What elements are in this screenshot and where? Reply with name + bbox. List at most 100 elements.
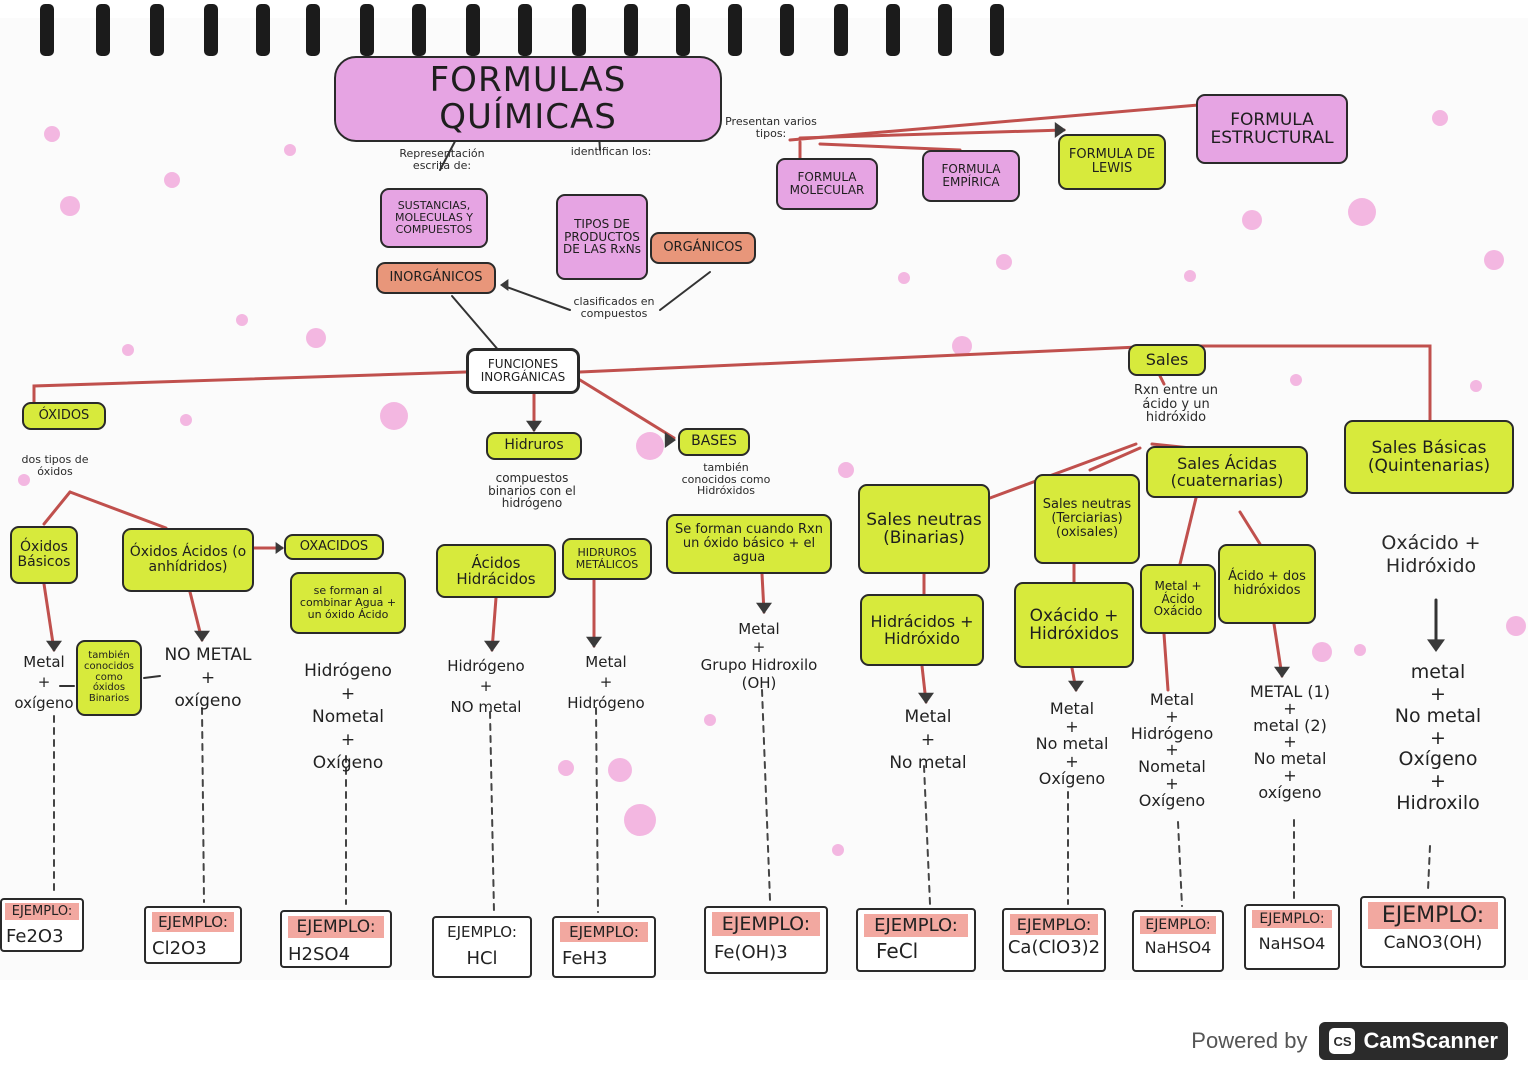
spiral-ring — [150, 4, 164, 56]
node-oxacido-hidroxidos: Oxácido + Hidróxidos — [1014, 582, 1134, 668]
to-oxidos-acidos — [68, 490, 168, 530]
to-empirica — [818, 142, 962, 152]
to-lewis — [798, 128, 1066, 140]
node-formula-lewis: FORMULA DE LEWIS — [1058, 134, 1166, 190]
decor-dot — [1348, 198, 1376, 226]
decor-dot — [898, 272, 910, 284]
to-sales-terciarias — [1088, 446, 1142, 472]
arrowhead — [1068, 680, 1084, 692]
formula-oxidos-acidos: NO METAL + oxígeno — [164, 645, 252, 711]
inorganicos-to-funciones — [451, 295, 501, 353]
node-hidracidos-hidroxido: Hidrácidos + Hidróxido — [860, 594, 984, 666]
example-box-10: EJEMPLO:NaHSO4 — [1244, 904, 1340, 970]
decor-dot — [608, 758, 632, 782]
spiral-ring — [466, 4, 480, 56]
node-formula-molecular: FORMULA MOLECULAR — [776, 158, 878, 210]
example-box-1: EJEMPLO:Fe2O3 — [0, 898, 84, 952]
camscanner-logo-icon: CS — [1329, 1028, 1356, 1054]
decor-dot — [180, 414, 192, 426]
node-sales-neutras-terciarias: Sales neutras (Terciarias) (oxisales) — [1034, 474, 1140, 564]
formula-sales-acidas-1: Metal + Hidrógeno + Nometal + Oxígeno — [1130, 690, 1214, 810]
arrowhead — [46, 640, 62, 652]
dashed-to-example — [595, 707, 599, 913]
notebook-paper — [0, 18, 1528, 980]
node-acidos-hidracidos: Ácidos Hidrácidos — [436, 544, 556, 598]
camscanner-watermark: Powered by CS CamScanner — [1168, 1018, 1508, 1064]
note-presentan: Presentan varios tipos: — [725, 115, 817, 140]
node-inorganicos: INORGÁNICOS — [376, 262, 496, 294]
node-sales-neutras-binarias: Sales neutras (Binarias) — [858, 484, 990, 574]
decor-dot — [122, 344, 134, 356]
decor-dot — [60, 196, 80, 216]
decor-dot — [704, 714, 716, 726]
note-sales-desc: Rxn entre un ácido y un hidróxido — [1133, 383, 1219, 426]
node-tipos-productos: TIPOS DE PRODUCTOS DE LAS RxNs — [556, 194, 648, 280]
dashed-to-example — [489, 711, 495, 913]
dashed-to-example — [1427, 845, 1431, 891]
to-oxidos-basicos — [42, 490, 72, 526]
arrowhead — [275, 542, 284, 554]
formula-sales-neutras-binarias: Metal + No metal — [889, 707, 967, 773]
note-oxacido-hidroxido: Oxácido + Hidróxido — [1381, 532, 1481, 577]
spiral-ring — [728, 4, 742, 56]
decor-dot — [164, 172, 180, 188]
arrowhead — [918, 692, 934, 704]
sa1-down — [1162, 632, 1170, 692]
spiral-ring — [572, 4, 586, 56]
note-bases-desc: también conocidos como Hidróxidos — [681, 461, 771, 498]
node-organicos: ORGÁNICOS — [650, 232, 756, 264]
node-bases: BASES — [678, 428, 750, 456]
note-hidruros-desc: compuestos binarios con el hidrógeno — [488, 471, 576, 511]
decor-dot — [44, 126, 60, 142]
decor-dot — [1312, 642, 1332, 662]
formula-oxidos-basicos: Metal + oxígeno — [14, 653, 74, 712]
sa-right — [1238, 510, 1262, 546]
camscanner-brand: CamScanner — [1363, 1028, 1498, 1053]
decor-dot — [1354, 644, 1366, 656]
node-oxidos-basicos: Óxidos Básicos — [10, 526, 78, 584]
node-metal-acido: Metal + Ácido Oxácido — [1140, 564, 1216, 634]
decor-dot — [1290, 374, 1302, 386]
note-representacion: Representación escrita de: — [399, 147, 485, 172]
spiral-ring — [990, 4, 1004, 56]
decor-dot — [624, 804, 656, 836]
decor-dot — [996, 254, 1012, 270]
spiral-ring — [306, 4, 320, 56]
node-oxidos: ÓXIDOS — [22, 402, 106, 430]
note-clasificados: clasificados en compuestos — [573, 295, 655, 320]
decor-dot — [18, 474, 30, 486]
node-oxacidos: OXACIDOS — [284, 534, 384, 560]
note-tipos-oxidos: dos tipos de óxidos — [21, 453, 89, 478]
arrowhead — [756, 602, 772, 614]
example-box-8: EJEMPLO:Ca(ClO3)2 — [1002, 908, 1106, 972]
decor-dot — [1432, 110, 1448, 126]
node-tambien: también conocidos como óxidos Binarios — [76, 640, 142, 716]
spiral-ring — [518, 4, 532, 56]
formula-oxacidos: Hidrógeno + Nometal + Oxígeno — [304, 661, 392, 773]
spiral-ring — [96, 4, 110, 56]
title: FORMULAS QUÍMICAS — [429, 60, 627, 137]
arrowhead — [1274, 666, 1290, 678]
formula-sales-acidas-2: METAL (1) + metal (2) + No metal + oxíge… — [1249, 682, 1331, 802]
spiral-ring — [938, 4, 952, 56]
decor-dot — [236, 314, 248, 326]
node-hidruros-metalicos: HIDRUROS METÁLICOS — [562, 538, 652, 580]
sales-down — [1158, 374, 1166, 386]
dashed-to-example — [761, 689, 771, 901]
oa-to-tambien — [143, 675, 161, 679]
example-box-4: EJEMPLO:HCl — [432, 916, 532, 978]
example-box-11: EJEMPLO:CaNO3(OH) — [1360, 896, 1506, 968]
dashed-to-example — [923, 765, 931, 905]
example-box-9: EJEMPLO:NaHSO4 — [1132, 910, 1224, 972]
node-hidruros: Hidruros — [486, 432, 582, 460]
decor-dot — [1506, 616, 1526, 636]
arrowhead — [526, 420, 542, 432]
formula-hidruros-metalicos: Metal + Hidrógeno — [567, 653, 645, 712]
to-sales-binarias — [988, 442, 1138, 500]
to-sales-basicas — [1158, 344, 1432, 422]
spiral-binding — [40, 4, 1004, 56]
decor-dot — [636, 432, 664, 460]
spiral-ring — [40, 4, 54, 56]
